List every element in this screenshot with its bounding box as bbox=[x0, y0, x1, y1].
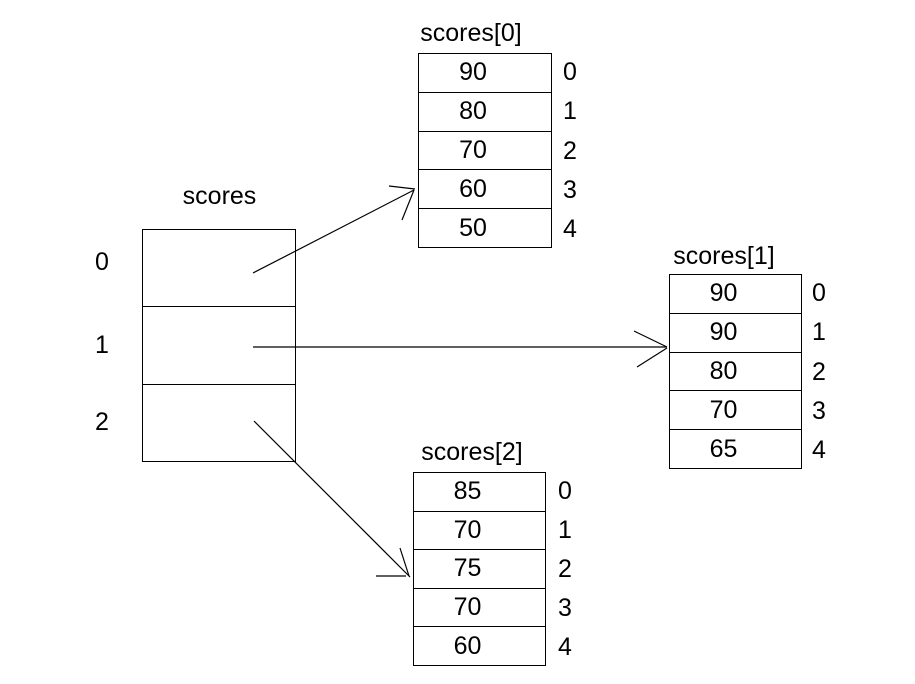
scores0-index-1: 1 bbox=[563, 97, 577, 126]
main-array-cell-0 bbox=[143, 230, 295, 308]
scores2-value-1: 70 bbox=[414, 512, 545, 551]
scores0-index-column: 0 1 2 3 4 bbox=[563, 53, 593, 249]
scores2-value-0: 85 bbox=[414, 473, 545, 512]
scores1-value-2: 80 bbox=[670, 353, 801, 392]
main-array-index-2: 2 bbox=[95, 408, 109, 436]
arrow-to-scores1-icon bbox=[253, 330, 668, 368]
scores0-box: 90 80 70 60 50 bbox=[418, 53, 552, 248]
scores1-index-1: 1 bbox=[812, 318, 826, 347]
scores0-index-4: 4 bbox=[563, 214, 577, 243]
scores1-index-2: 2 bbox=[812, 357, 826, 386]
scores0-title: scores[0] bbox=[420, 19, 522, 47]
scores2-title: scores[2] bbox=[421, 438, 523, 466]
scores0-index-0: 0 bbox=[563, 58, 577, 87]
scores1-value-3: 70 bbox=[670, 391, 801, 431]
main-array-index-1: 1 bbox=[95, 331, 109, 359]
scores0-value-3: 60 bbox=[419, 170, 551, 210]
scores1-index-column: 0 1 2 3 4 bbox=[812, 274, 842, 470]
scores0-value-2: 70 bbox=[419, 132, 551, 171]
main-array-cell-1 bbox=[143, 307, 295, 385]
scores0-index-3: 3 bbox=[563, 175, 577, 204]
scores0-value-0: 90 bbox=[419, 54, 551, 93]
scores2-index-4: 4 bbox=[558, 633, 572, 661]
scores1-box: 90 90 80 70 65 bbox=[669, 274, 802, 469]
scores0-index-2: 2 bbox=[563, 136, 577, 165]
scores2-index-2: 2 bbox=[558, 555, 572, 583]
scores1-index-0: 0 bbox=[812, 279, 826, 308]
scores2-index-1: 1 bbox=[558, 516, 572, 544]
main-array-title: scores bbox=[182, 182, 257, 210]
main-array-index-0: 0 bbox=[95, 248, 109, 276]
scores1-value-1: 90 bbox=[670, 314, 801, 353]
main-array-cell-2 bbox=[143, 385, 295, 461]
scores1-index-4: 4 bbox=[812, 435, 826, 464]
scores0-value-1: 80 bbox=[419, 93, 551, 132]
scores2-index-column: 0 1 2 3 4 bbox=[558, 472, 588, 667]
arrow-to-scores2-icon bbox=[253, 420, 411, 578]
scores2-value-3: 70 bbox=[414, 589, 545, 628]
scores1-value-4: 65 bbox=[709, 434, 738, 463]
scores2-value-2: 75 bbox=[414, 550, 545, 589]
scores1-index-3: 3 bbox=[812, 396, 826, 425]
scores1-title: scores[1] bbox=[673, 242, 775, 270]
scores2-value-4: 60 bbox=[453, 631, 482, 660]
scores2-index-0: 0 bbox=[558, 477, 572, 505]
scores0-value-4: 50 bbox=[459, 213, 487, 242]
scores2-index-3: 3 bbox=[558, 594, 572, 622]
main-array-box bbox=[142, 229, 296, 462]
scores1-value-0: 90 bbox=[670, 275, 801, 314]
scores2-box: 85 70 75 70 60 bbox=[413, 472, 546, 666]
arrow-to-scores0-icon bbox=[252, 185, 416, 274]
